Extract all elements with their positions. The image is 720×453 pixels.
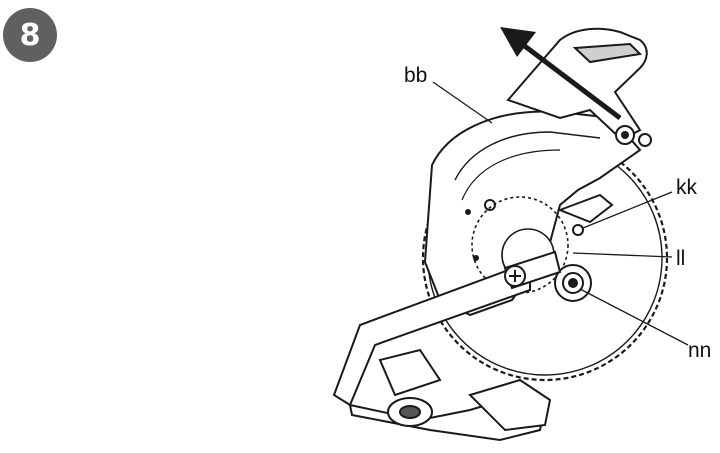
callout-ll: ll [676, 247, 685, 270]
callout-nn: nn [688, 339, 711, 362]
step-number: 8 [19, 17, 41, 53]
callout-bb: bb [404, 64, 427, 87]
callout-leaders [432, 81, 689, 346]
lift-arrow-icon [500, 27, 622, 120]
step-number-badge: 8 [3, 8, 57, 62]
lower-guard-hub [554, 193, 614, 302]
callout-kk: kk [676, 176, 698, 199]
saw-arm-and-base [332, 250, 562, 442]
